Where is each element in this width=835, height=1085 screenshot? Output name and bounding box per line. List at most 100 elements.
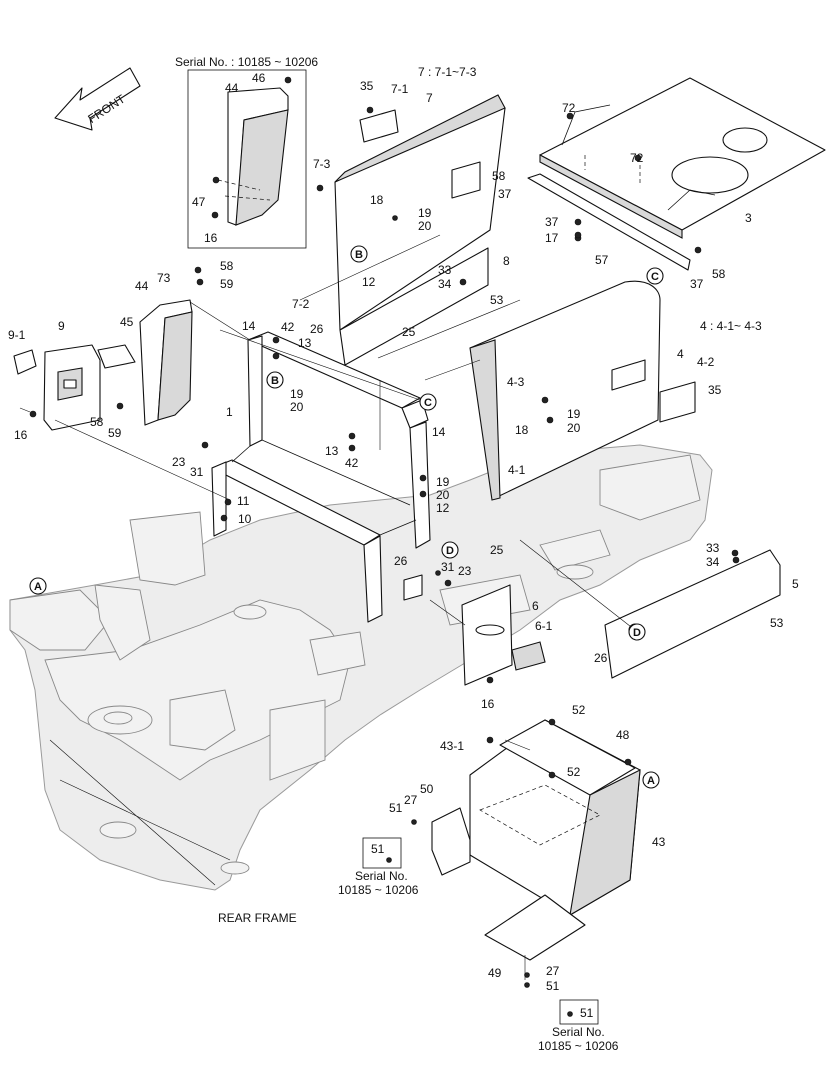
svg-text:B: B xyxy=(355,249,363,261)
group-note-4: 4 : 4-1~ 4-3 xyxy=(700,319,762,333)
callout: 16 xyxy=(481,697,495,711)
svg-text:A: A xyxy=(647,775,655,787)
callout: 35 xyxy=(708,383,722,397)
callout: 35 xyxy=(360,79,374,93)
rear-frame xyxy=(9,444,713,891)
svg-text:B: B xyxy=(271,375,279,387)
callout: 11 xyxy=(237,494,250,508)
callout: 31 xyxy=(190,465,204,479)
callout: 42 xyxy=(345,456,359,470)
callout: 4-1 xyxy=(508,463,526,477)
callout: 20 xyxy=(290,400,304,414)
callout: 20 xyxy=(418,219,432,233)
marker-a-left: A xyxy=(29,577,47,595)
panel-4 xyxy=(469,280,696,501)
callout: 26 xyxy=(310,322,324,336)
callout: 13 xyxy=(325,444,339,458)
cover-3 xyxy=(539,77,826,239)
serial-label-left: Serial No. xyxy=(355,869,408,883)
serial-range-left: 10185 ~ 10206 xyxy=(338,883,419,897)
callout: 57 xyxy=(595,253,609,267)
callout: 23 xyxy=(458,564,472,578)
callout: 4 xyxy=(677,347,684,361)
marker-b-upper: B xyxy=(350,245,368,263)
leader-lines xyxy=(19,155,641,980)
callout: 14 xyxy=(432,425,446,439)
callout: 59 xyxy=(220,277,234,291)
callout: 47 xyxy=(192,195,206,209)
callout: 6-1 xyxy=(535,619,553,633)
serial-inset-bottom: 51 Serial No. 10185 ~ 10206 xyxy=(538,999,619,1053)
callout: 3 xyxy=(745,211,752,225)
section-label: REAR FRAME xyxy=(218,911,297,925)
serial-inset-title: Serial No. : 10185 ~ 10206 xyxy=(175,55,318,69)
callout: 10 xyxy=(238,512,252,526)
svg-text:A: A xyxy=(34,581,42,593)
callout: 27 xyxy=(404,793,418,807)
callout: 34 xyxy=(706,555,720,569)
callout: 48 xyxy=(616,728,630,742)
callout: 25 xyxy=(402,325,416,339)
callout: 19 xyxy=(436,475,450,489)
callout: 16 xyxy=(204,231,218,245)
marker-a-right: A xyxy=(642,771,660,789)
callout: 52 xyxy=(567,765,581,779)
callout: 4-2 xyxy=(697,355,715,369)
callout: 1 xyxy=(226,405,233,419)
panel-9 xyxy=(13,344,101,431)
callout: 58 xyxy=(712,267,726,281)
callout: 8 xyxy=(503,254,510,268)
callout: 73 xyxy=(157,271,171,285)
marker-c-upper: C xyxy=(646,267,664,285)
serial-part-label-bottom: 51 xyxy=(580,1006,594,1020)
plate-6 xyxy=(461,584,546,686)
callout: 12 xyxy=(362,275,376,289)
callout: 7-1 xyxy=(391,82,409,96)
callout: 6 xyxy=(532,599,539,613)
panel-8 xyxy=(339,247,489,366)
callout: 59 xyxy=(108,426,122,440)
callout: 58 xyxy=(492,169,506,183)
callout: 53 xyxy=(490,293,504,307)
callout: 26 xyxy=(394,554,408,568)
callout: 33 xyxy=(706,541,720,555)
callout: 31 xyxy=(441,560,455,574)
callout: 34 xyxy=(438,277,452,291)
callout: 7-3 xyxy=(313,157,331,171)
callout: 53 xyxy=(770,616,784,630)
callout: 7 xyxy=(426,91,433,105)
serial-label-bottom: Serial No. xyxy=(552,1025,605,1039)
lid-50 xyxy=(431,807,471,876)
svg-text:D: D xyxy=(633,627,641,639)
callout: 33 xyxy=(438,263,452,277)
callout: 51 xyxy=(546,979,560,993)
callout: 44 xyxy=(135,279,149,293)
part-callouts: 46 44 47 16 35 7-1 7 7-3 18 19 20 72 72 … xyxy=(8,71,799,993)
callout: 26 xyxy=(594,651,608,665)
callout: 43 xyxy=(652,835,666,849)
serial-inset-top: Serial No. : 10185 ~ 10206 xyxy=(175,55,318,249)
svg-text:C: C xyxy=(424,397,432,409)
hardware-bolts xyxy=(116,106,740,988)
callout: 20 xyxy=(567,421,581,435)
callout: 37 xyxy=(498,187,512,201)
bracket-57 xyxy=(527,173,702,271)
callout: 43-1 xyxy=(440,739,464,753)
callout: 19 xyxy=(567,407,581,421)
callout: 16 xyxy=(14,428,28,442)
svg-text:C: C xyxy=(651,271,659,283)
serial-inset-left: 51 Serial No. 10185 ~ 10206 xyxy=(338,837,419,897)
callout: 9-1 xyxy=(8,328,26,342)
callout: 52 xyxy=(572,703,586,717)
callout: 9 xyxy=(58,319,65,333)
callout: 19 xyxy=(290,387,304,401)
serial-range-bottom: 10185 ~ 10206 xyxy=(538,1039,619,1053)
callout: 12 xyxy=(436,501,450,515)
callout: 7-2 xyxy=(292,297,310,311)
callout: 50 xyxy=(420,782,434,796)
marker-b-lower: B xyxy=(266,371,284,389)
callout: 37 xyxy=(545,215,559,229)
panel-7 xyxy=(334,94,506,331)
callout: 14 xyxy=(242,319,256,333)
callout: 5 xyxy=(792,577,799,591)
